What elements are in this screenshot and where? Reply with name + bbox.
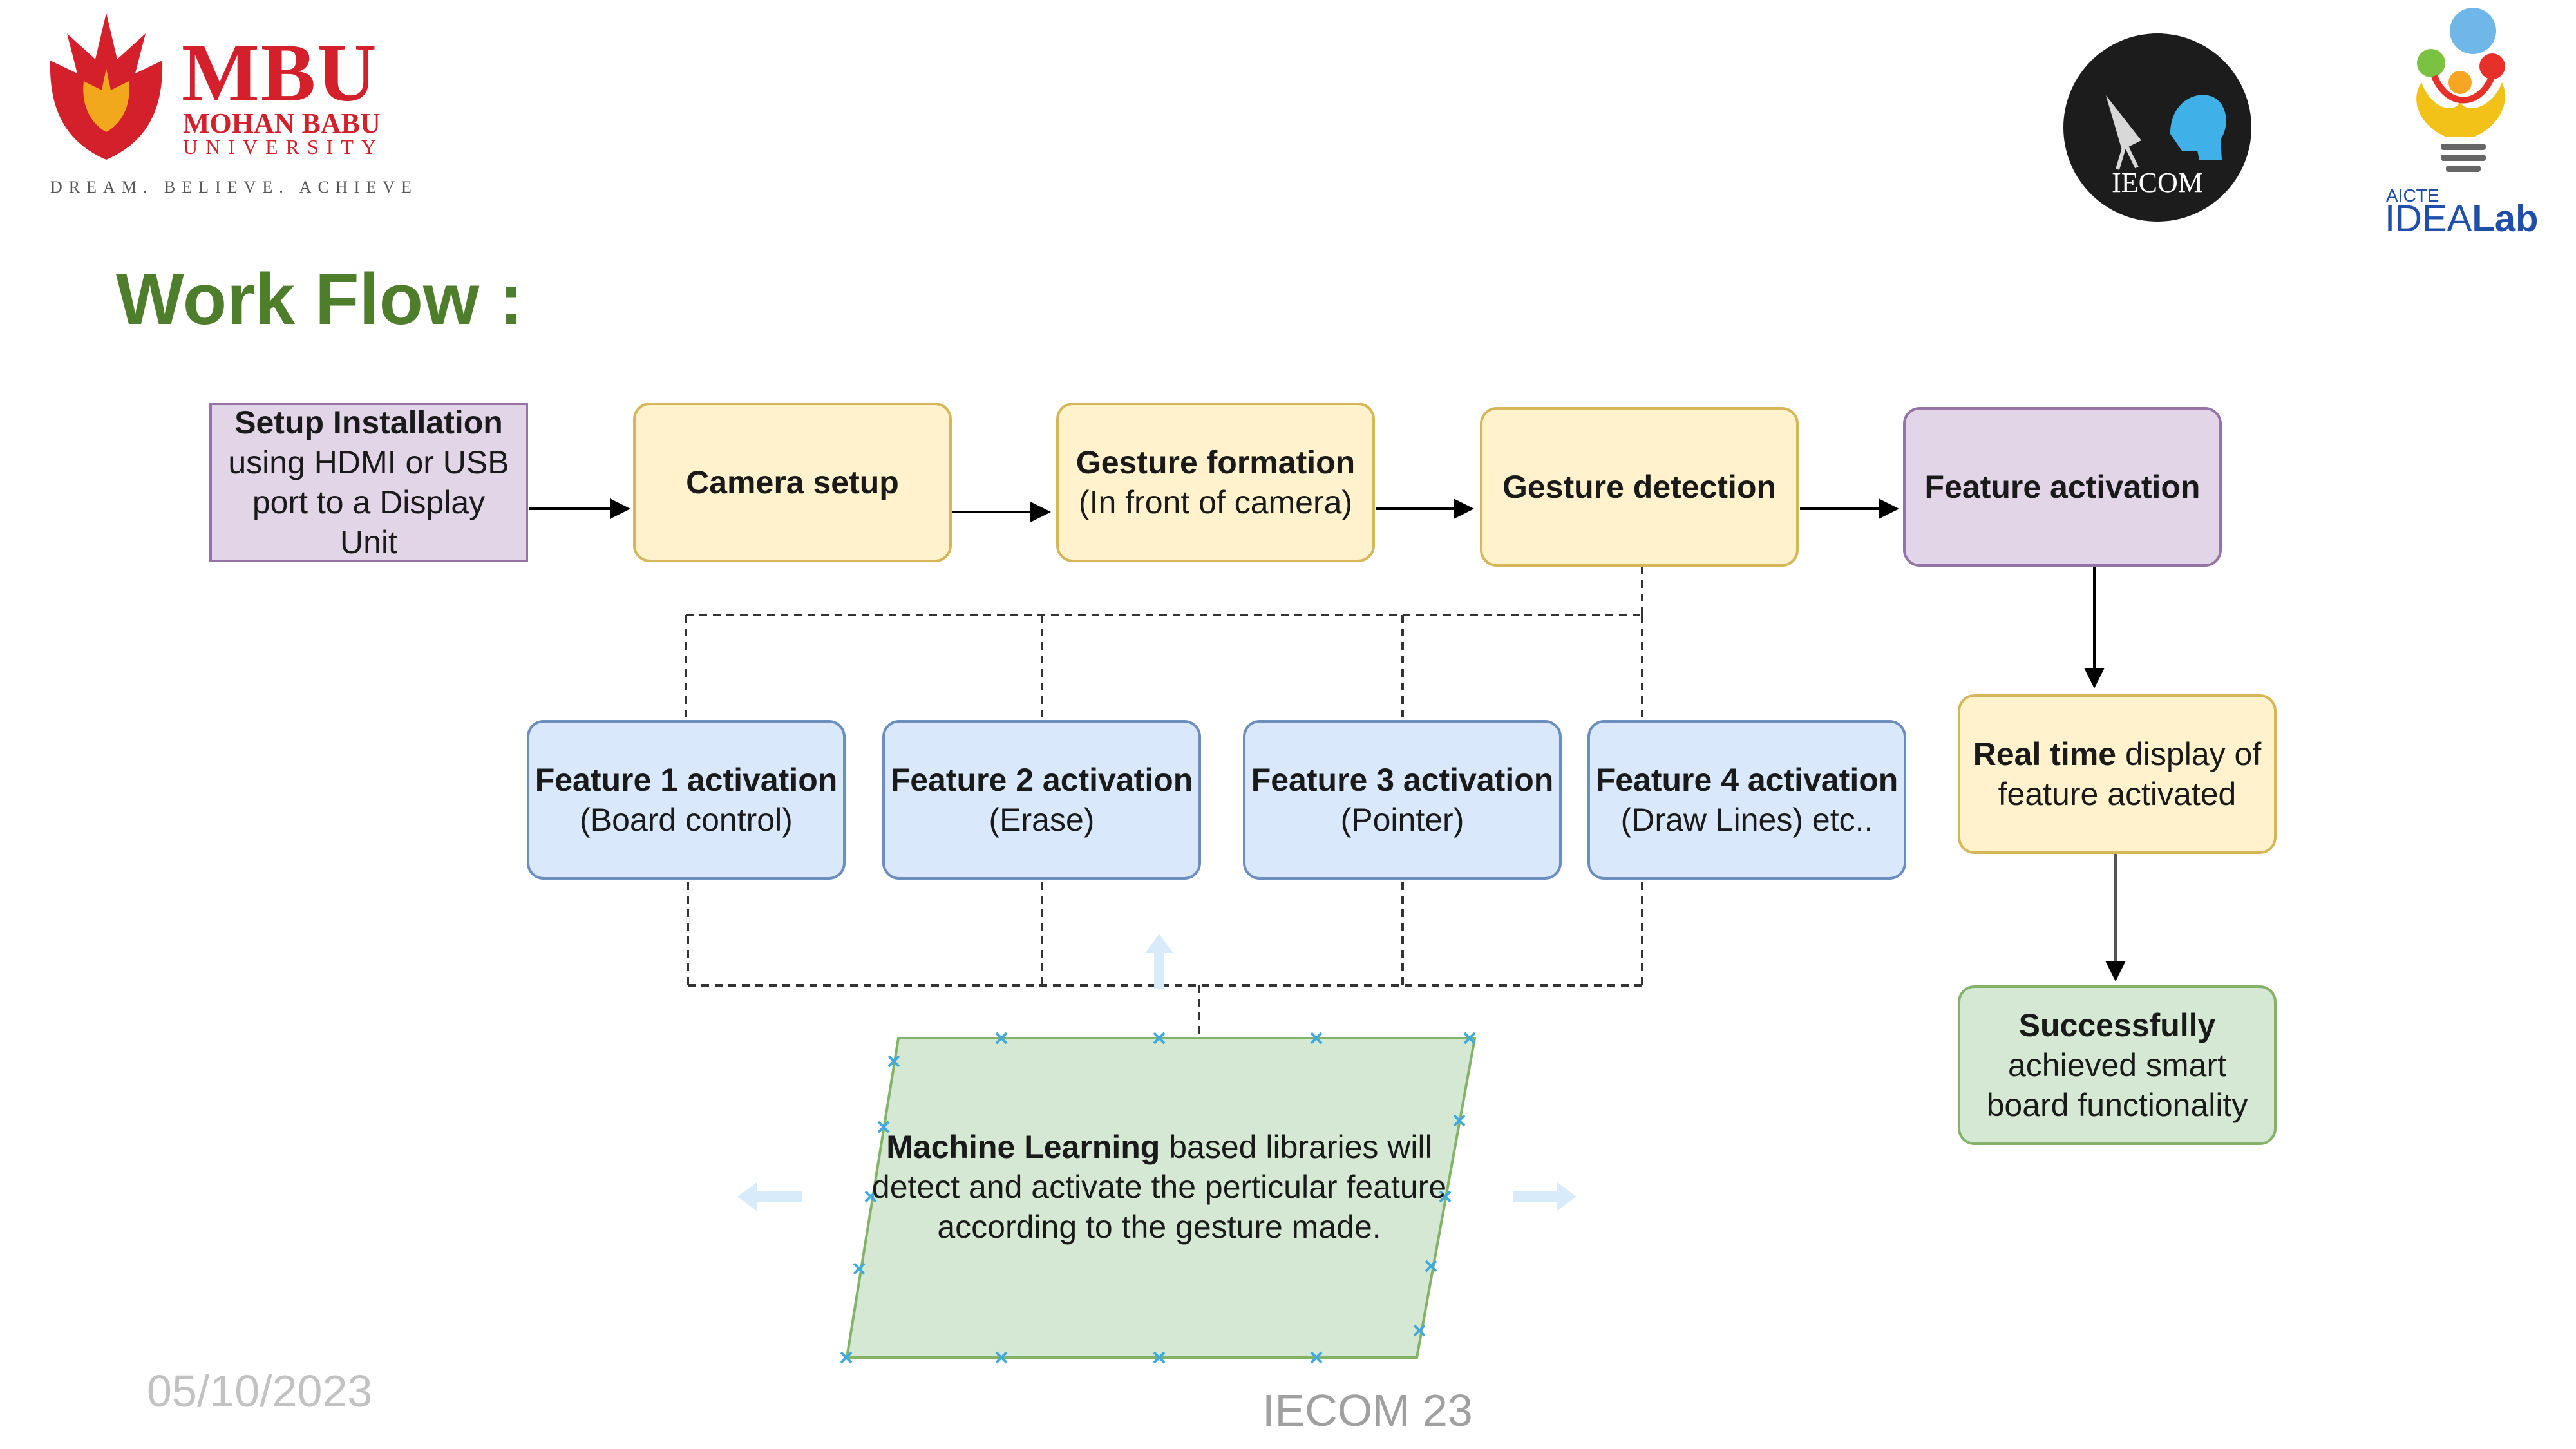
success-title: Successfully (2018, 1007, 2216, 1043)
slide-title: Work Flow : (116, 259, 524, 339)
setup-installation-box: Setup Installation using HDMI or USB por… (209, 402, 528, 562)
feature-2-title: Feature 2 activation (890, 762, 1193, 798)
camera-setup-box: Camera setup (633, 402, 952, 562)
solid-arrows (529, 498, 2126, 981)
feature-1-box: Feature 1 activation (Board control) (527, 720, 846, 880)
ml-rest2: detect and activate the perticular featu… (871, 1169, 1447, 1245)
feature-activation-box: Feature activation (1903, 407, 2222, 567)
feature-3-title: Feature 3 activation (1251, 762, 1554, 798)
mbu-logo: MBU MOHAN BABU UNIVERSITY DREAM. BELIEVE… (0, 0, 412, 206)
feature-2-text: (Erase) (989, 802, 1095, 838)
feature-4-title: Feature 4 activation (1595, 762, 1899, 798)
iecom-logo: IECOM (2061, 31, 2254, 224)
iecom-emblem-icon (2063, 33, 2251, 222)
iecom-logo-text: IECOM (2112, 167, 2203, 198)
gesture-detection-title: Gesture detection (1502, 469, 1777, 505)
feature-1-title: Feature 1 activation (535, 762, 838, 798)
setup-text: using HDMI or USB port to a Display Unit (228, 444, 509, 560)
footer-label: IECOM 23 (1262, 1385, 1473, 1435)
gesture-formation-text: (In front of camera) (1078, 484, 1353, 520)
mbu-name-line1: MOHAN BABU (183, 108, 381, 139)
aicte-idealab-logo: AICTE IDEALab (2383, 0, 2550, 240)
ml-rest1: based libraries will (1169, 1129, 1432, 1165)
ml-parallelogram (845, 1037, 1477, 1359)
ml-line1: Machine Learning based libraries will (857, 1127, 1462, 1167)
ml-description: Machine Learning based libraries will de… (857, 1127, 1462, 1247)
feature-2-box: Feature 2 activation (Erase) (882, 720, 1201, 880)
idealab-label: IDEALab (2385, 197, 2539, 240)
feature-3-box: Feature 3 activation (Pointer) (1243, 720, 1562, 880)
idealab-lab: Lab (2472, 198, 2539, 240)
feature-1-text: (Board control) (580, 802, 793, 838)
footer-date: 05/10/2023 (147, 1366, 373, 1416)
setup-title: Setup Installation (234, 404, 503, 440)
selection-handles (840, 1032, 1476, 1364)
hint-arrow-up-icon (1145, 934, 1173, 989)
mbu-tagline: DREAM. BELIEVE. ACHIEVE (50, 178, 418, 196)
gesture-detection-box: Gesture detection (1480, 407, 1799, 567)
realtime-line1: Real time display of (1973, 734, 2261, 774)
realtime-rest1: display of (2125, 736, 2262, 772)
realtime-display-box: Real time display of feature activated (1958, 694, 2277, 854)
hint-arrow-left-icon (737, 1182, 802, 1211)
ml-bold: Machine Learning (886, 1129, 1160, 1165)
camera-setup-title: Camera setup (686, 464, 899, 500)
feature-activation-title: Feature activation (1924, 469, 2201, 505)
gesture-formation-title: Gesture formation (1075, 444, 1356, 480)
mbu-name-line2: UNIVERSITY (183, 135, 384, 158)
aicte-label: AICTE (2386, 185, 2439, 205)
selection-hint-arrows (737, 934, 1577, 1211)
feature-4-text: (Draw Lines) etc.. (1620, 802, 1873, 838)
realtime-bold: Real time (1973, 736, 2117, 772)
realtime-line2: feature activated (1998, 776, 2237, 812)
feature-4-box: Feature 4 activation (Draw Lines) etc.. (1587, 720, 1906, 880)
success-text: achieved smart board functionality (1986, 1047, 2248, 1123)
gesture-formation-box: Gesture formation (In front of camera) (1056, 402, 1375, 562)
dashed-connectors (685, 567, 1643, 1038)
idealab-idea: IDEA (2385, 198, 2472, 240)
hint-arrow-right-icon (1513, 1182, 1577, 1211)
mbu-name: MBU (182, 27, 378, 118)
feature-3-text: (Pointer) (1340, 802, 1464, 838)
phoenix-icon (50, 13, 163, 160)
success-box: Successfully achieved smart board functi… (1958, 985, 2277, 1145)
idea-bulb-icon (2416, 8, 2505, 172)
